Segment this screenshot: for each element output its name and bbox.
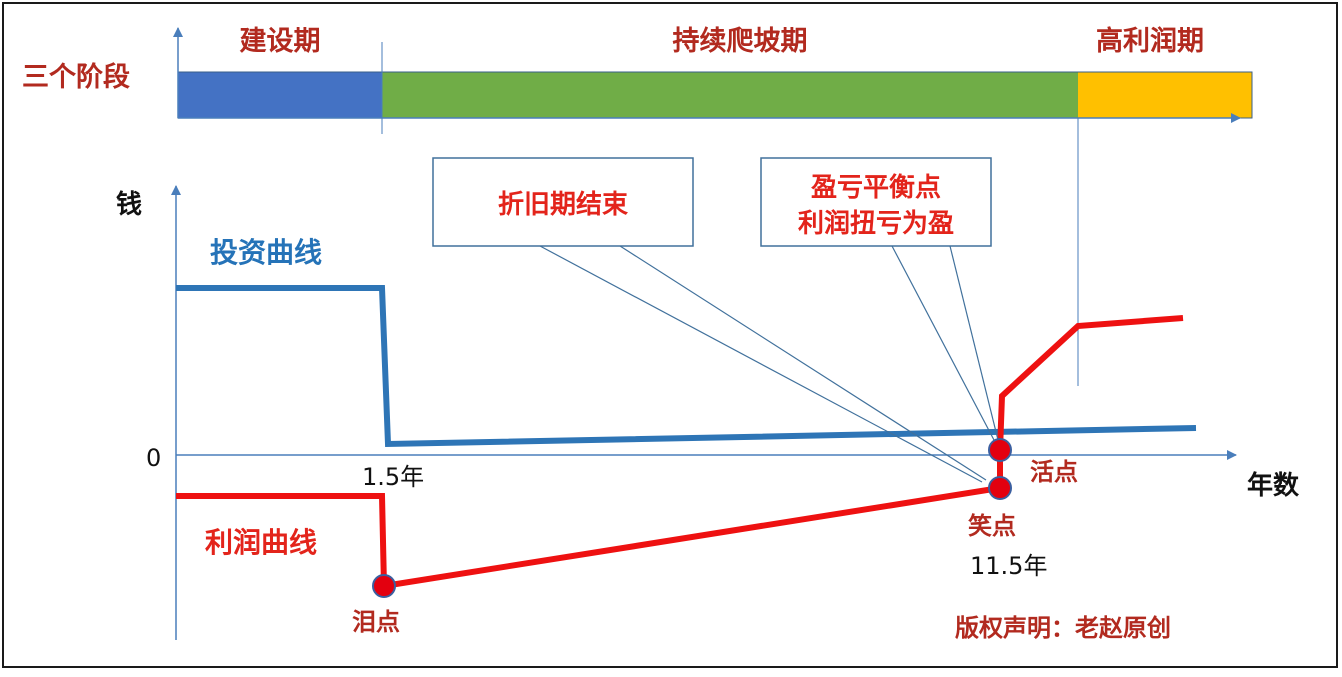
copyright-note: 版权声明：老赵原创 [955, 614, 1171, 642]
callout-breakeven-pointer-a [891, 245, 995, 441]
profit-curve [176, 315, 1184, 590]
smile-point-label: 笑点 [968, 512, 1016, 540]
phase-label-high-profit: 高利润期 [1096, 25, 1204, 57]
profit-curve-label: 利润曲线 [205, 526, 317, 559]
callout-breakeven-line1: 盈亏平衡点 [810, 172, 941, 203]
money-axis-label: 钱 [116, 190, 142, 220]
callout-breakeven-box [760, 157, 992, 247]
alive-point-marker [988, 438, 1012, 462]
callout-depreciation-end: 折旧期结束 [432, 157, 987, 483]
callout-breakeven-line2: 利润扭亏为盈 [798, 208, 954, 239]
callout-depreciation-box [432, 157, 694, 247]
phases-row-label: 三个阶段 [22, 62, 130, 93]
outer-frame [2, 2, 1338, 668]
zero-label: 0 [146, 444, 161, 472]
callout-depreciation-pointer-b [619, 245, 987, 481]
callout-depreciation-text: 折旧期结束 [498, 189, 629, 220]
phase-bar-ramp-up [382, 72, 1078, 118]
callout-breakeven-pointer-b [949, 245, 999, 441]
years-axis-label: 年数 [1247, 470, 1300, 501]
alive-point-label: 活点 [1030, 458, 1078, 486]
phase-bar-construction [178, 72, 382, 118]
investment-curve-label: 投资曲线 [210, 236, 322, 269]
callout-depreciation-pointer-a [539, 245, 983, 483]
phase-bar-high-profit [1078, 72, 1252, 118]
investment-curve [176, 285, 1197, 448]
phase-label-ramp-up: 持续爬坡期 [673, 26, 808, 57]
phase-label-construction: 建设期 [240, 26, 321, 57]
tear-point-marker [372, 574, 396, 598]
tick-label-1-5-years: 1.5年 [362, 463, 424, 491]
tick-label-11-5-years: 11.5年 [970, 552, 1047, 580]
callout-breakeven: 盈亏平衡点 利润扭亏为盈 [760, 157, 999, 441]
tear-point-label: 泪点 [352, 608, 400, 636]
smile-point-marker [988, 476, 1012, 500]
